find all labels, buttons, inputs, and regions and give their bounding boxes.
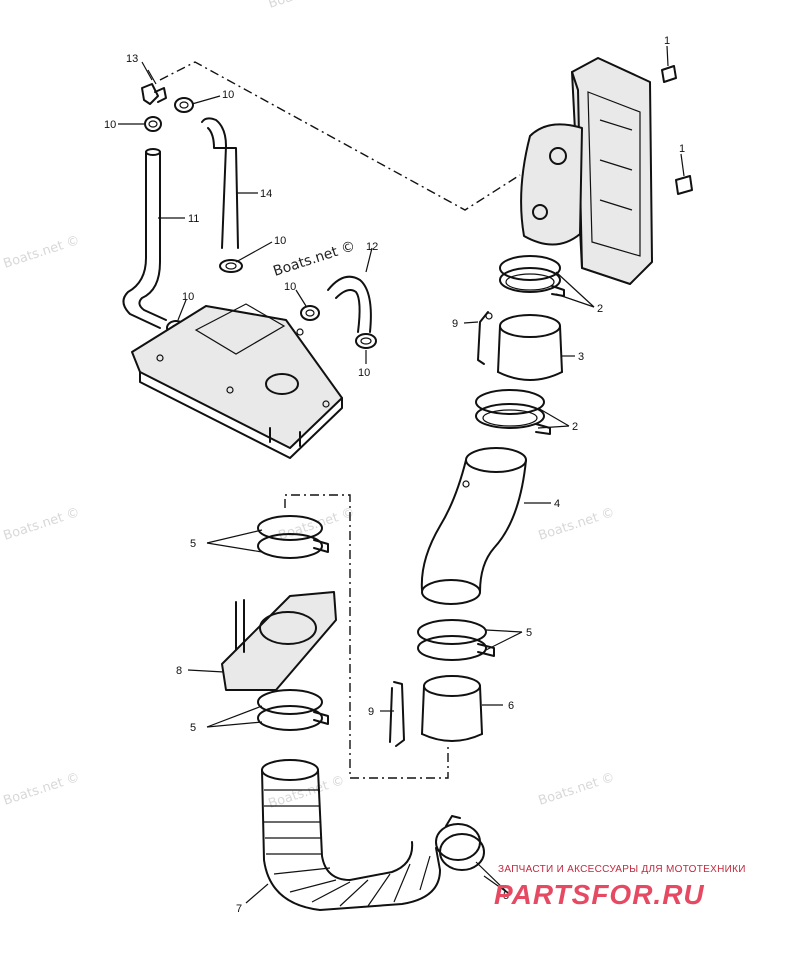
- label-part-7: 7: [236, 903, 242, 915]
- watermark: Boats.net ©: [2, 770, 82, 809]
- part-5-clamp-bottom: [435, 815, 485, 871]
- label-part-2: 2: [572, 421, 578, 433]
- part-10-clamp: [174, 97, 194, 113]
- part-8-flange: [221, 591, 337, 691]
- assembly-line-top: [159, 61, 521, 211]
- label-part-14: 14: [260, 188, 272, 200]
- brand-logo: PARTSFOR.RU: [494, 879, 705, 910]
- label-part-10: 10: [222, 89, 234, 101]
- label-part-1: 1: [679, 143, 685, 155]
- label-part-5: 5: [190, 538, 196, 550]
- part-10-clamp: [355, 333, 377, 349]
- part-12-elbow-hose: [327, 275, 372, 333]
- part-5-clamp-left-lower: [257, 689, 329, 731]
- part-5-clamp-right: [417, 619, 495, 661]
- part-10-clamp: [300, 305, 320, 321]
- label-part-9: 9: [452, 318, 458, 330]
- part-9-hanger: [477, 311, 489, 365]
- label-part-10: 10: [182, 291, 194, 303]
- label-part-8: 8: [176, 665, 182, 677]
- label-part-11: 11: [188, 213, 199, 225]
- part-10-clamp: [219, 259, 243, 273]
- label-part-9: 9: [368, 706, 374, 718]
- part-11-hose: [122, 151, 161, 329]
- assembly-line-bottom: [284, 494, 449, 779]
- label-part-1: 1: [664, 35, 670, 47]
- watermark: Boats.net ©: [2, 233, 82, 272]
- part-2-clamp-lower: [475, 389, 551, 435]
- part-7-corrugated-hose: [261, 759, 441, 911]
- adapter-plate: [131, 303, 343, 459]
- watermark: Boats.net ©: [537, 770, 617, 809]
- part-9-hanger-eye: [485, 312, 493, 320]
- part-13-fitting: [141, 69, 167, 105]
- exhaust-manifold: [520, 57, 693, 285]
- part-4-exhaust-tube: [420, 447, 527, 605]
- watermark: Boats.net ©: [267, 0, 347, 12]
- label-part-5: 5: [503, 890, 509, 902]
- label-part-10: 10: [104, 119, 116, 131]
- part-9-hanger-lower: [389, 681, 405, 747]
- watermark: Boats.net ©: [537, 505, 617, 544]
- brand-tagline: ЗАПЧАСТИ И АКСЕССУАРЫ ДЛЯ МОТОТЕХНИКИ: [498, 864, 746, 875]
- leader-lines: [118, 45, 685, 904]
- label-part-13: 13: [126, 53, 138, 65]
- part-10-clamp: [144, 116, 162, 132]
- part-6-sleeve: [421, 675, 483, 742]
- label-part-5: 5: [526, 627, 532, 639]
- label-part-4: 4: [554, 498, 560, 510]
- part-11-hose-end: [145, 148, 161, 156]
- part-5-clamp-left-upper: [257, 515, 329, 559]
- part-3-sleeve: [497, 314, 563, 381]
- label-part-10: 10: [284, 281, 296, 293]
- part-2-clamp-upper: [499, 255, 565, 297]
- part-14-hose: [201, 117, 227, 249]
- label-part-12: 12: [366, 241, 378, 253]
- part-12-elbow-hose-edge: [335, 289, 361, 333]
- watermark: Boats.net ©: [2, 505, 82, 544]
- part-11-hose-edge: [138, 151, 167, 321]
- label-part-5: 5: [190, 722, 196, 734]
- watermark: Boats.net ©: [277, 505, 357, 544]
- part-14-hose-edge: [207, 127, 239, 249]
- label-part-10: 10: [274, 235, 286, 247]
- label-part-10: 10: [358, 367, 370, 379]
- label-part-6: 6: [508, 700, 514, 712]
- label-part-2: 2: [597, 303, 603, 315]
- label-part-3: 3: [578, 351, 584, 363]
